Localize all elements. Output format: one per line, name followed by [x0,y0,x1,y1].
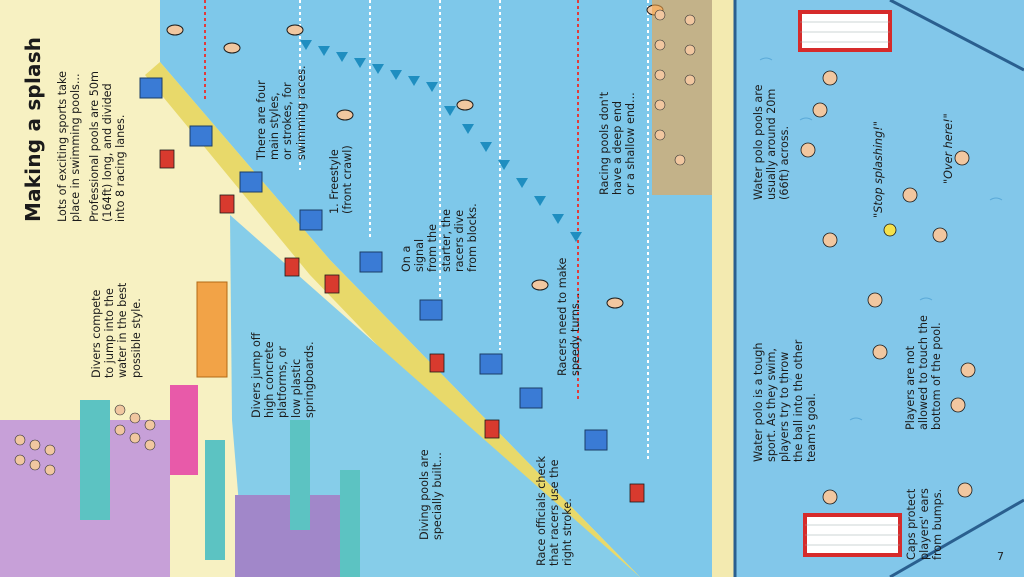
caption-polo-width: Water polo pools are usually around 20m … [752,84,792,200]
caption-divers-jump: Divers jump off high concrete platforms,… [250,332,316,418]
judges-table [196,281,228,378]
speech-over-here: "Over here!" [942,113,955,184]
pool-edge [145,62,640,577]
caption-no-deep-end: Racing pools don't have a deep end or a … [598,91,638,195]
caption-officials: Race officials check that racers use the… [535,456,575,566]
ball [883,223,897,237]
caption-freestyle: 1. Freestyle (front crawl) [328,145,355,214]
caption-divers-compete: Divers compete to jump into the water in… [90,282,143,378]
caption-four-styles: There are four main styles, or strokes, … [255,65,308,160]
polo-goal-bottom [803,513,902,557]
caption-signal: On a signal from the starter, the racers… [400,203,480,272]
caption-no-touch: Players are not allowed to touch the bot… [904,315,944,430]
caption-polo-tough: Water polo is a tough sport. As they swi… [752,339,818,462]
page-title: Making a splash [21,36,45,222]
caption-turns: Racers need to make speedy turns... [556,257,583,376]
water-polo-pool [735,0,1024,577]
polo-goal-top [798,10,892,52]
racing-pool [160,0,712,577]
caption-diving-pools: Diving pools are specially built... [418,449,445,540]
diving-pool [230,215,640,577]
speech-stop-splashing: "Stop splashing!" [872,121,885,218]
intro-text: Lots of exciting sports take place in sw… [56,71,83,222]
page-number: 7 [997,550,1004,563]
intro-text-2: Professional pools are 50m (164ft) long,… [88,71,128,222]
caption-caps: Caps protect players' ears from bumps. [905,488,945,560]
